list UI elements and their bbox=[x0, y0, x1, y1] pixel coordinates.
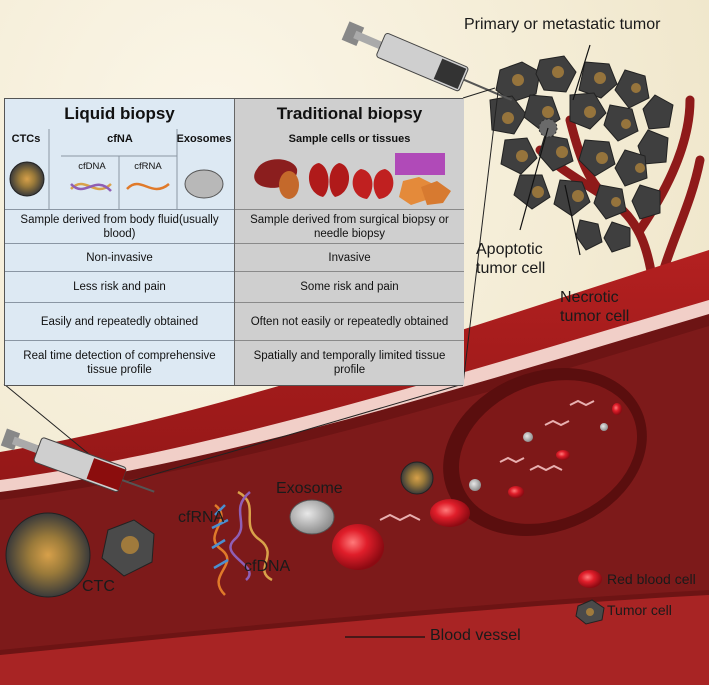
liquid-row-5: Real time detection of comprehensive tis… bbox=[5, 340, 234, 385]
syringe-top bbox=[341, 21, 513, 101]
red-blood-cells bbox=[332, 403, 622, 570]
tumor-cell-vessel-1 bbox=[101, 519, 155, 577]
tumor-label: Primary or metastatic tumor bbox=[464, 16, 661, 33]
traditional-row-5: Spatially and temporally limited tissue … bbox=[235, 340, 464, 385]
traditional-row-1: Sample derived from surgical biopsy or n… bbox=[235, 209, 464, 243]
cfrna-label: cfRNA bbox=[134, 161, 162, 172]
cfrna-vessel-label: cfRNA bbox=[178, 509, 225, 526]
callout-lines bbox=[3, 87, 499, 483]
legend-rbc-icon bbox=[578, 570, 602, 588]
liquid-biopsy-column: Liquid biopsy CTCs cfNA Exosomes cfDNA c… bbox=[5, 99, 234, 385]
legend-tumor-cell-icon bbox=[575, 599, 605, 625]
liquid-icons bbox=[9, 129, 224, 209]
blood-vessel-graphic bbox=[0, 250, 709, 685]
apoptotic-label: Apoptotic tumor cell bbox=[476, 241, 546, 277]
cfna-label: cfNA bbox=[107, 133, 133, 145]
cfrna-strand bbox=[211, 504, 229, 596]
traditional-biopsy-column: Traditional biopsy Sample cells or tissu… bbox=[234, 99, 464, 385]
legend-tumor-cell-label: Tumor cell bbox=[607, 602, 672, 618]
exosome-label: Exosome bbox=[276, 480, 343, 497]
ctc-large bbox=[5, 512, 91, 598]
cfdna-strand bbox=[229, 490, 273, 582]
liquid-biopsy-title: Liquid biopsy bbox=[64, 104, 175, 123]
sample-cells-label: Sample cells or tissues bbox=[288, 133, 411, 145]
traditional-row-2: Invasive bbox=[235, 243, 464, 271]
necrotic-label: Necrotic tumor cell bbox=[560, 289, 630, 325]
cfdna-vessel-label: cfDNA bbox=[244, 558, 291, 575]
leader-lines bbox=[345, 44, 591, 638]
legend-rbc-label: Red blood cell bbox=[607, 571, 696, 587]
comparison-table: Liquid biopsy CTCs cfNA Exosomes cfDNA c… bbox=[4, 98, 464, 386]
cfdna-label: cfDNA bbox=[78, 161, 106, 172]
ctc-label: CTC bbox=[82, 578, 115, 595]
tumor-mass bbox=[489, 55, 674, 253]
liquid-row-1: Sample derived from body fluid(usually b… bbox=[5, 209, 234, 243]
traditional-biopsy-title: Traditional biopsy bbox=[276, 104, 423, 123]
organ-icons bbox=[254, 153, 451, 205]
small-exosomes bbox=[469, 423, 608, 491]
syringe-bottom bbox=[0, 428, 155, 493]
exosome-graphic bbox=[289, 499, 335, 535]
small-strands bbox=[379, 399, 595, 522]
tumor-cell-vessel-2 bbox=[400, 461, 434, 495]
exosomes-label: Exosomes bbox=[176, 133, 232, 145]
liquid-row-3: Less risk and pain bbox=[5, 271, 234, 302]
liquid-row-2: Non-invasive bbox=[5, 243, 234, 271]
traditional-row-3: Some risk and pain bbox=[235, 271, 464, 302]
ctcs-label: CTCs bbox=[11, 133, 41, 145]
traditional-row-4: Often not easily or repeatedly obtained bbox=[235, 302, 464, 340]
blood-vessel-label: Blood vessel bbox=[430, 627, 521, 644]
liquid-row-4: Easily and repeatedly obtained bbox=[5, 302, 234, 340]
